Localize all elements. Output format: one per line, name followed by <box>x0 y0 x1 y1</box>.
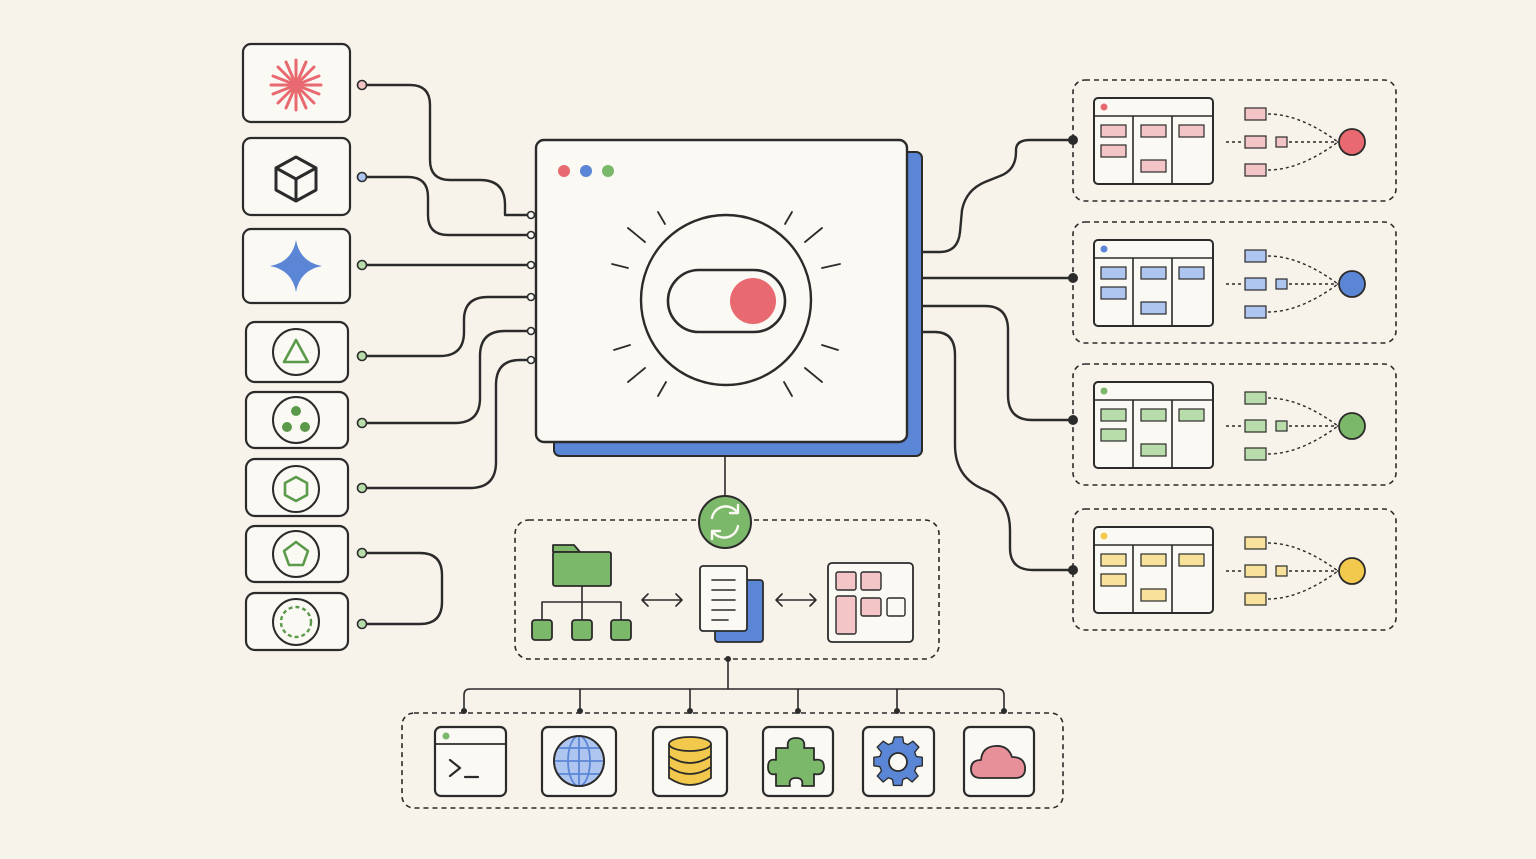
kanban-board-icon <box>1093 381 1214 469</box>
hexagon-icon <box>283 475 309 503</box>
source-card-1[interactable] <box>241 42 352 124</box>
kanban-board-icon <box>1093 526 1214 614</box>
tool-gear[interactable] <box>861 725 936 798</box>
tool-terminal[interactable] <box>433 725 508 798</box>
dashed-circle-icon <box>279 605 313 639</box>
asterisk-burst-icon <box>269 58 323 112</box>
database-icon <box>668 736 712 786</box>
right-boards <box>1072 79 1397 631</box>
merge-flow <box>1226 249 1339 319</box>
glow-rays <box>611 211 841 397</box>
source-card-5[interactable] <box>244 390 350 450</box>
kanban-board-icon <box>1093 239 1214 327</box>
tool-puzzle[interactable] <box>761 725 835 798</box>
board-panel-4[interactable] <box>1072 508 1397 631</box>
board-ports <box>1068 135 1078 575</box>
hub-node <box>1338 557 1366 585</box>
puzzle-piece-icon <box>767 737 825 787</box>
source-card-7[interactable] <box>244 524 350 584</box>
terminal-icon <box>435 732 506 779</box>
folder-tree-icon <box>531 544 632 641</box>
source-card-8[interactable] <box>244 591 350 652</box>
triangle-icon <box>282 338 310 364</box>
bidirectional-arrow-icon <box>641 593 683 607</box>
toggle-switch-icon[interactable] <box>666 268 787 334</box>
gear-icon <box>873 736 923 787</box>
merge-flow <box>1226 391 1339 461</box>
hub-node <box>1338 128 1366 156</box>
grid-layout-icon <box>827 562 914 643</box>
hub-node <box>1338 412 1366 440</box>
document-stack-icon <box>699 565 764 643</box>
tool-cloud[interactable] <box>962 725 1036 798</box>
pentagon-icon <box>282 540 310 567</box>
sync-arrows-icon[interactable] <box>698 495 752 549</box>
tool-branches <box>461 656 1007 714</box>
source-card-4[interactable] <box>244 320 350 384</box>
board-panel-1[interactable] <box>1072 79 1397 202</box>
central-window[interactable] <box>526 138 923 457</box>
four-point-star-icon <box>270 240 322 292</box>
source-card-3[interactable] <box>241 227 352 305</box>
tools-row <box>401 712 1064 809</box>
tool-globe[interactable] <box>540 725 618 798</box>
hub-node <box>1338 270 1366 298</box>
board-panel-3[interactable] <box>1072 363 1397 486</box>
merge-flow <box>1226 536 1339 606</box>
right-connectors <box>909 135 1078 575</box>
merge-flow <box>1226 107 1339 177</box>
cloud-icon <box>970 745 1026 779</box>
globe-icon <box>553 735 605 787</box>
cube-icon <box>274 155 318 203</box>
three-dots-icon <box>282 406 310 432</box>
kanban-board-icon <box>1093 97 1214 185</box>
sync-panel <box>514 455 940 660</box>
left-connectors <box>356 79 533 630</box>
window-controls <box>558 165 614 177</box>
source-port-dots <box>356 79 368 630</box>
board-panel-2[interactable] <box>1072 221 1397 344</box>
window-left-ports <box>526 210 536 365</box>
source-card-6[interactable] <box>244 457 350 518</box>
bidirectional-arrow-icon <box>775 593 817 607</box>
source-card-2[interactable] <box>241 136 352 217</box>
tool-database[interactable] <box>651 725 729 798</box>
